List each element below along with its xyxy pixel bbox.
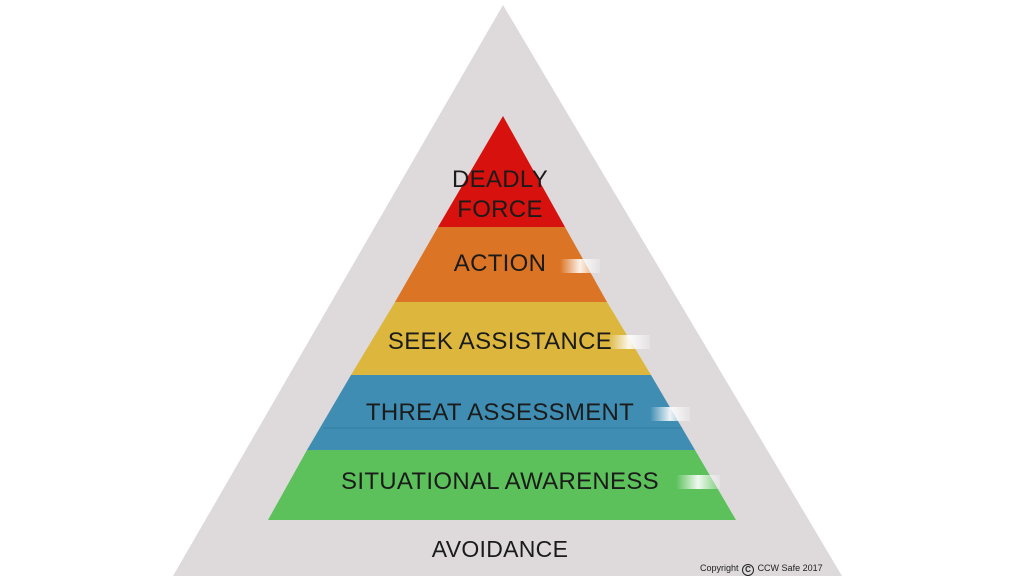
deadly-label-line1: DEADLY <box>451 166 549 193</box>
copyright-notice: Copyright C CCW Safe 2017 <box>700 562 823 576</box>
highlight-streak <box>608 335 650 349</box>
threat-assessment-label: THREAT ASSESSMENT <box>365 399 635 426</box>
highlight-streak <box>650 407 690 421</box>
action-tier <box>395 227 607 302</box>
seek-assistance-label: SEEK ASSISTANCE <box>387 328 613 355</box>
threat-assessment-tier <box>307 375 695 450</box>
highlight-streak <box>676 475 720 489</box>
situational-awareness-tier <box>268 450 736 520</box>
highlight-streak <box>560 259 600 273</box>
deadly-label-line2: FORCE <box>457 196 543 223</box>
deadly-force-label: DEADLY FORCE <box>452 165 548 225</box>
copyright-prefix: Copyright <box>700 563 739 573</box>
avoidance-label: AVOIDANCE <box>431 536 569 562</box>
copyright-icon: C <box>742 564 755 576</box>
situational-awareness-label: SITUATIONAL AWARENESS <box>341 468 659 495</box>
deadly-force-tier <box>438 116 565 227</box>
action-label: ACTION <box>453 250 547 277</box>
copyright-text: CCW Safe 2017 <box>757 563 823 573</box>
seek-assistance-tier <box>351 302 651 375</box>
